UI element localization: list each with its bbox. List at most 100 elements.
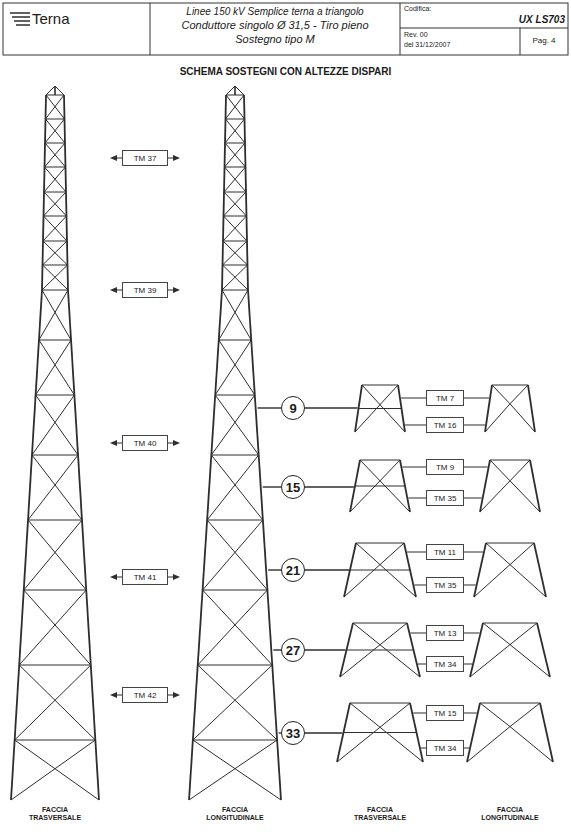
tower-brace — [226, 95, 244, 119]
tower-brace — [198, 665, 277, 740]
tower-strut — [224, 192, 246, 193]
leg-section-strut — [480, 703, 540, 704]
tower-brace — [46, 95, 64, 119]
arrow-head — [110, 440, 117, 446]
tower-strut — [43, 265, 68, 266]
tower-brace — [223, 241, 247, 265]
member-code: TM 35 — [434, 581, 457, 590]
leg-section-brace — [474, 565, 510, 597]
header-text: Rev. 00 — [404, 31, 514, 39]
tower-brace — [193, 740, 281, 800]
tower-brace — [224, 167, 245, 192]
height-circle: 27 — [281, 638, 305, 662]
tower-brace — [43, 216, 66, 241]
tower-brace — [198, 590, 268, 665]
leg-section-brace — [480, 703, 510, 727]
tower-brace — [44, 192, 66, 216]
tower-brace — [42, 265, 67, 290]
tower-brace — [224, 192, 246, 216]
height-number: 9 — [289, 401, 296, 416]
tower-brace — [223, 265, 248, 290]
leg-section-brace — [490, 460, 510, 481]
tower-brace — [45, 167, 66, 192]
leg-section — [537, 623, 550, 677]
tower-brace — [24, 520, 82, 590]
leg-section-brace — [510, 645, 550, 677]
tower-brace — [39, 340, 74, 395]
tower-peak — [235, 86, 244, 95]
view-label: FACCIA LONGITUDINALE — [477, 806, 543, 822]
tower-strut — [203, 590, 268, 591]
tower-brace — [43, 241, 67, 265]
leg-section — [530, 460, 540, 512]
leg-section-brace — [510, 385, 528, 404]
leader-line — [258, 407, 281, 408]
member-box: TM 40 — [122, 435, 168, 451]
leg-section-brace — [510, 404, 535, 432]
tower-brace — [211, 455, 263, 520]
logo-text: Terna — [32, 10, 122, 27]
tower-brace — [46, 95, 64, 119]
leg-section-brace — [485, 404, 510, 432]
member-code: TM 42 — [134, 691, 157, 700]
view-label: FACCIA TRASVERSALE — [350, 806, 410, 822]
tower-strut — [45, 167, 66, 168]
leader-line — [263, 486, 281, 487]
member-box: TM 15 — [426, 705, 464, 721]
tower-brace — [215, 395, 258, 455]
tower-brace — [207, 455, 259, 520]
leg-section-brace — [467, 727, 510, 762]
arrow-head — [173, 155, 180, 161]
tower-strut — [28, 520, 82, 521]
tower-strut — [225, 167, 246, 168]
tower-brace — [219, 340, 255, 395]
tower-strut — [223, 265, 248, 266]
tower-brace — [15, 665, 91, 740]
member-code: TM 40 — [134, 439, 157, 448]
member-box: TM 7 — [426, 390, 464, 406]
leg-section-strut — [356, 543, 404, 544]
tower-brace — [225, 143, 245, 167]
tower-brace — [19, 590, 86, 665]
tower-peak — [226, 86, 235, 95]
member-box: TM 9 — [426, 459, 464, 475]
leader-line — [305, 732, 342, 733]
drawing-title: SCHEMA SOSTEGNI CON ALTEZZE DISPARI — [0, 66, 571, 78]
leg-section-strut — [492, 385, 528, 386]
tower-leg — [68, 290, 99, 800]
arrow-head — [110, 287, 117, 293]
header-text: Pag. 4 — [522, 36, 566, 45]
tower-strut — [43, 241, 67, 242]
lattice — [11, 86, 553, 800]
leg-section-strut — [362, 385, 398, 386]
member-box: TM 16 — [426, 417, 464, 433]
height-number: 33 — [286, 726, 300, 741]
leg-section-strut — [483, 623, 537, 624]
leg-section — [474, 543, 486, 597]
leg-section-strut — [490, 460, 530, 461]
leg-section — [534, 543, 546, 597]
leg-section-brace — [510, 623, 537, 645]
leg-section-brace — [510, 481, 540, 512]
member-code: TM 15 — [434, 709, 457, 718]
member-code: TM 34 — [434, 660, 457, 669]
arrow-head — [110, 692, 117, 698]
leg-section-brace — [483, 623, 510, 645]
tower-leg — [248, 290, 281, 800]
tower-brace — [223, 216, 246, 241]
tower-strut — [219, 340, 251, 341]
tower-brace — [226, 119, 245, 143]
arrow-head — [173, 440, 180, 446]
leg-section-strut — [353, 623, 407, 624]
tower-brace — [207, 520, 267, 590]
arrow-head — [173, 692, 180, 698]
height-circle: 33 — [281, 721, 305, 745]
tower-strut — [222, 290, 248, 291]
tower-strut — [15, 740, 96, 741]
member-code: TM 39 — [134, 286, 157, 295]
leg-section-strut — [486, 543, 534, 544]
tower-brace — [45, 143, 65, 167]
tower-brace — [44, 216, 67, 241]
tower-strut — [36, 395, 75, 396]
header-text: Conduttore singolo Ø 31,5 - Tiro pieno — [150, 19, 400, 32]
